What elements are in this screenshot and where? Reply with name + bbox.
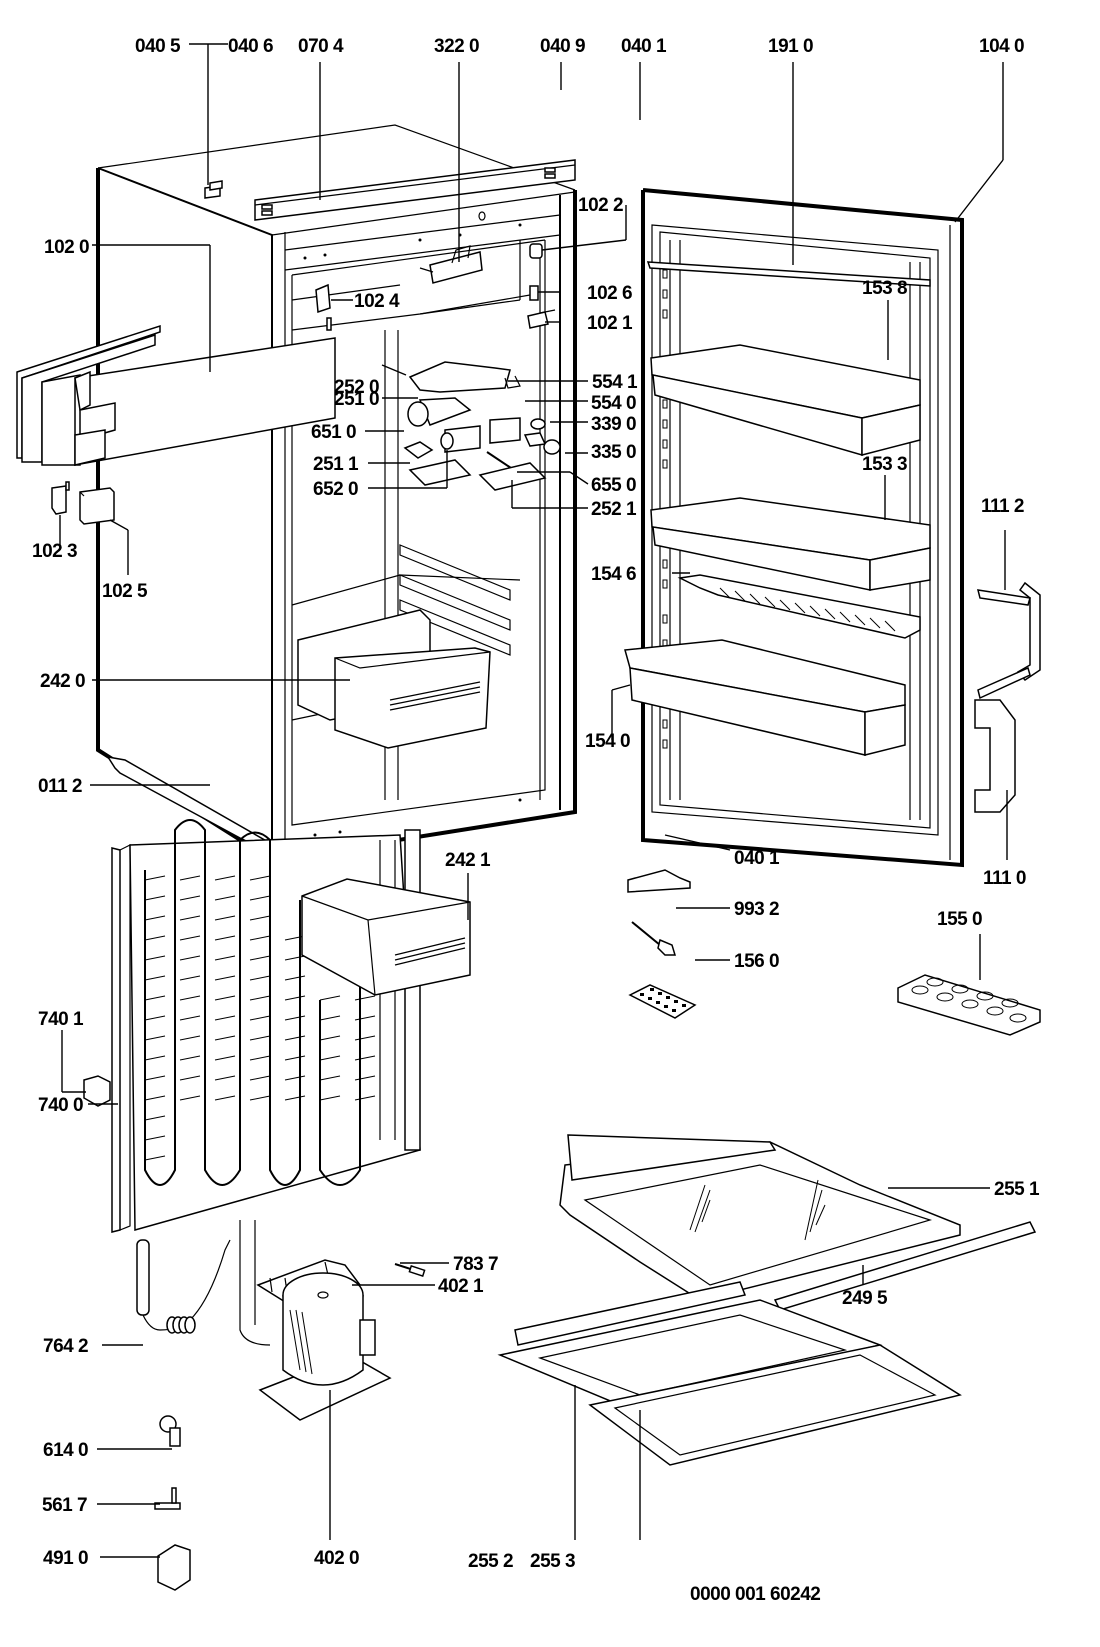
part-2552-glass-shelf-front bbox=[497, 1281, 883, 1406]
label-0401-top: 040 1 bbox=[621, 36, 667, 57]
label-1024: 102 4 bbox=[354, 291, 400, 312]
part-4910-cover bbox=[157, 1544, 191, 1591]
part-2521-cover bbox=[478, 462, 547, 491]
label-1026: 102 6 bbox=[587, 283, 632, 304]
part-1533-door-shelf bbox=[650, 497, 931, 591]
label-2553: 255 3 bbox=[530, 1551, 575, 1572]
label-1546: 154 6 bbox=[591, 564, 636, 585]
part-2553-glass-shelf-rear bbox=[588, 1344, 962, 1466]
label-7400: 740 0 bbox=[38, 1095, 83, 1116]
light-assembly bbox=[403, 361, 561, 491]
label-1110: 111 0 bbox=[983, 868, 1026, 889]
label-1540: 154 0 bbox=[585, 731, 630, 752]
part-0405-0406-clip bbox=[204, 180, 223, 199]
label-4021: 402 1 bbox=[438, 1276, 484, 1297]
label-2521: 252 1 bbox=[591, 499, 637, 520]
part-1022-hinge-bush bbox=[529, 243, 543, 259]
part-1025-block bbox=[79, 487, 115, 525]
label-1560: 156 0 bbox=[734, 951, 779, 972]
leader-lines bbox=[59, 43, 1008, 1558]
label-5540: 554 0 bbox=[591, 393, 636, 414]
label-1112: 111 2 bbox=[981, 496, 1024, 517]
part-6140-relay bbox=[159, 1415, 181, 1447]
part-3390-knob-shaft bbox=[523, 432, 547, 447]
part-4020-compressor bbox=[239, 1220, 392, 1421]
label-2552: 255 2 bbox=[468, 1551, 513, 1572]
part-2511-light-lens bbox=[408, 459, 472, 486]
part-1020-cover-strip bbox=[16, 317, 336, 466]
label-1020: 102 0 bbox=[44, 237, 89, 258]
cabinet-body bbox=[96, 124, 577, 862]
label-1021: 102 1 bbox=[587, 313, 633, 334]
label-9932: 993 2 bbox=[734, 899, 779, 920]
part-1023-bracket bbox=[51, 481, 70, 515]
part-7401-clip bbox=[83, 1075, 111, 1107]
part-1560-ice-tray bbox=[628, 984, 697, 1019]
label-2511: 251 1 bbox=[313, 454, 359, 475]
part-1110-handle bbox=[974, 699, 1016, 813]
part-3220-bracket bbox=[419, 245, 483, 284]
label-1022: 102 2 bbox=[578, 195, 623, 216]
label-2520: 252 0 bbox=[334, 377, 379, 398]
part-1024 bbox=[315, 283, 331, 314]
label-1910: 191 0 bbox=[768, 36, 813, 57]
part-2551-glass-shelf bbox=[559, 1134, 961, 1301]
label-2421: 242 1 bbox=[445, 850, 491, 871]
label-1025: 102 5 bbox=[102, 581, 148, 602]
label-1538: 153 8 bbox=[862, 278, 907, 299]
label-4910: 491 0 bbox=[43, 1548, 88, 1569]
label-2495: 249 5 bbox=[842, 1288, 888, 1309]
part-5617-overload bbox=[154, 1487, 181, 1510]
label-0112: 011 2 bbox=[38, 776, 82, 797]
document-number: 0000 001 60242 bbox=[690, 1584, 820, 1605]
label-0401-bottom: 040 1 bbox=[734, 848, 780, 869]
label-6510: 651 0 bbox=[311, 422, 356, 443]
label-7401: 740 1 bbox=[38, 1009, 84, 1030]
label-5541: 554 1 bbox=[592, 372, 638, 393]
part-1538-door-shelf bbox=[650, 344, 921, 456]
label-0406: 040 6 bbox=[228, 36, 273, 57]
part-1550-egg-tray bbox=[897, 974, 1041, 1036]
label-1040: 104 0 bbox=[979, 36, 1024, 57]
part-3350-knob bbox=[543, 439, 561, 455]
part-6510-bulb bbox=[403, 441, 434, 459]
part-2520-lamp-cover bbox=[408, 361, 511, 393]
part-1021-hinge bbox=[527, 309, 556, 329]
spring bbox=[530, 418, 546, 430]
label-0409: 040 9 bbox=[540, 36, 585, 57]
label-7642: 764 2 bbox=[43, 1336, 88, 1357]
part-2421-crisper bbox=[301, 878, 471, 996]
label-4020: 402 0 bbox=[314, 1548, 359, 1569]
label-6550: 655 0 bbox=[591, 475, 636, 496]
label-7837: 783 7 bbox=[453, 1254, 498, 1275]
label-1550: 155 0 bbox=[937, 909, 982, 930]
label-1533: 153 3 bbox=[862, 454, 907, 475]
part-2420-crisper bbox=[297, 609, 491, 749]
part-1546-bottle-rack bbox=[677, 574, 921, 639]
label-2551: 255 1 bbox=[994, 1179, 1040, 1200]
label-1023: 102 3 bbox=[32, 541, 77, 562]
part-0401-hinge-bracket bbox=[627, 869, 691, 893]
label-2420: 242 0 bbox=[40, 671, 85, 692]
label-3350: 335 0 bbox=[591, 442, 636, 463]
part-7400-condenser bbox=[111, 819, 421, 1233]
part-0704-top-vent bbox=[254, 159, 576, 221]
part-5540-thermostat bbox=[489, 417, 521, 444]
part-9932-tool bbox=[631, 921, 677, 956]
label-3220: 322 0 bbox=[434, 36, 479, 57]
label-0405: 040 5 bbox=[135, 36, 181, 57]
label-5617: 561 7 bbox=[42, 1495, 87, 1516]
label-2510: 251 0 bbox=[334, 389, 379, 410]
part-1026-hinge-pin bbox=[529, 285, 539, 301]
part-7837-valve bbox=[394, 1263, 426, 1277]
part-1112-handle-bracket bbox=[976, 581, 1041, 700]
label-0704: 070 4 bbox=[298, 36, 344, 57]
part-1540-door-bin bbox=[624, 639, 906, 756]
label-6520: 652 0 bbox=[313, 479, 358, 500]
label-6140: 614 0 bbox=[43, 1440, 88, 1461]
part-7642-drier bbox=[136, 1239, 231, 1334]
label-3390: 339 0 bbox=[591, 414, 636, 435]
part-labels: 040 5 040 6 070 4 322 0 040 9 040 1 191 … bbox=[32, 36, 1040, 1605]
